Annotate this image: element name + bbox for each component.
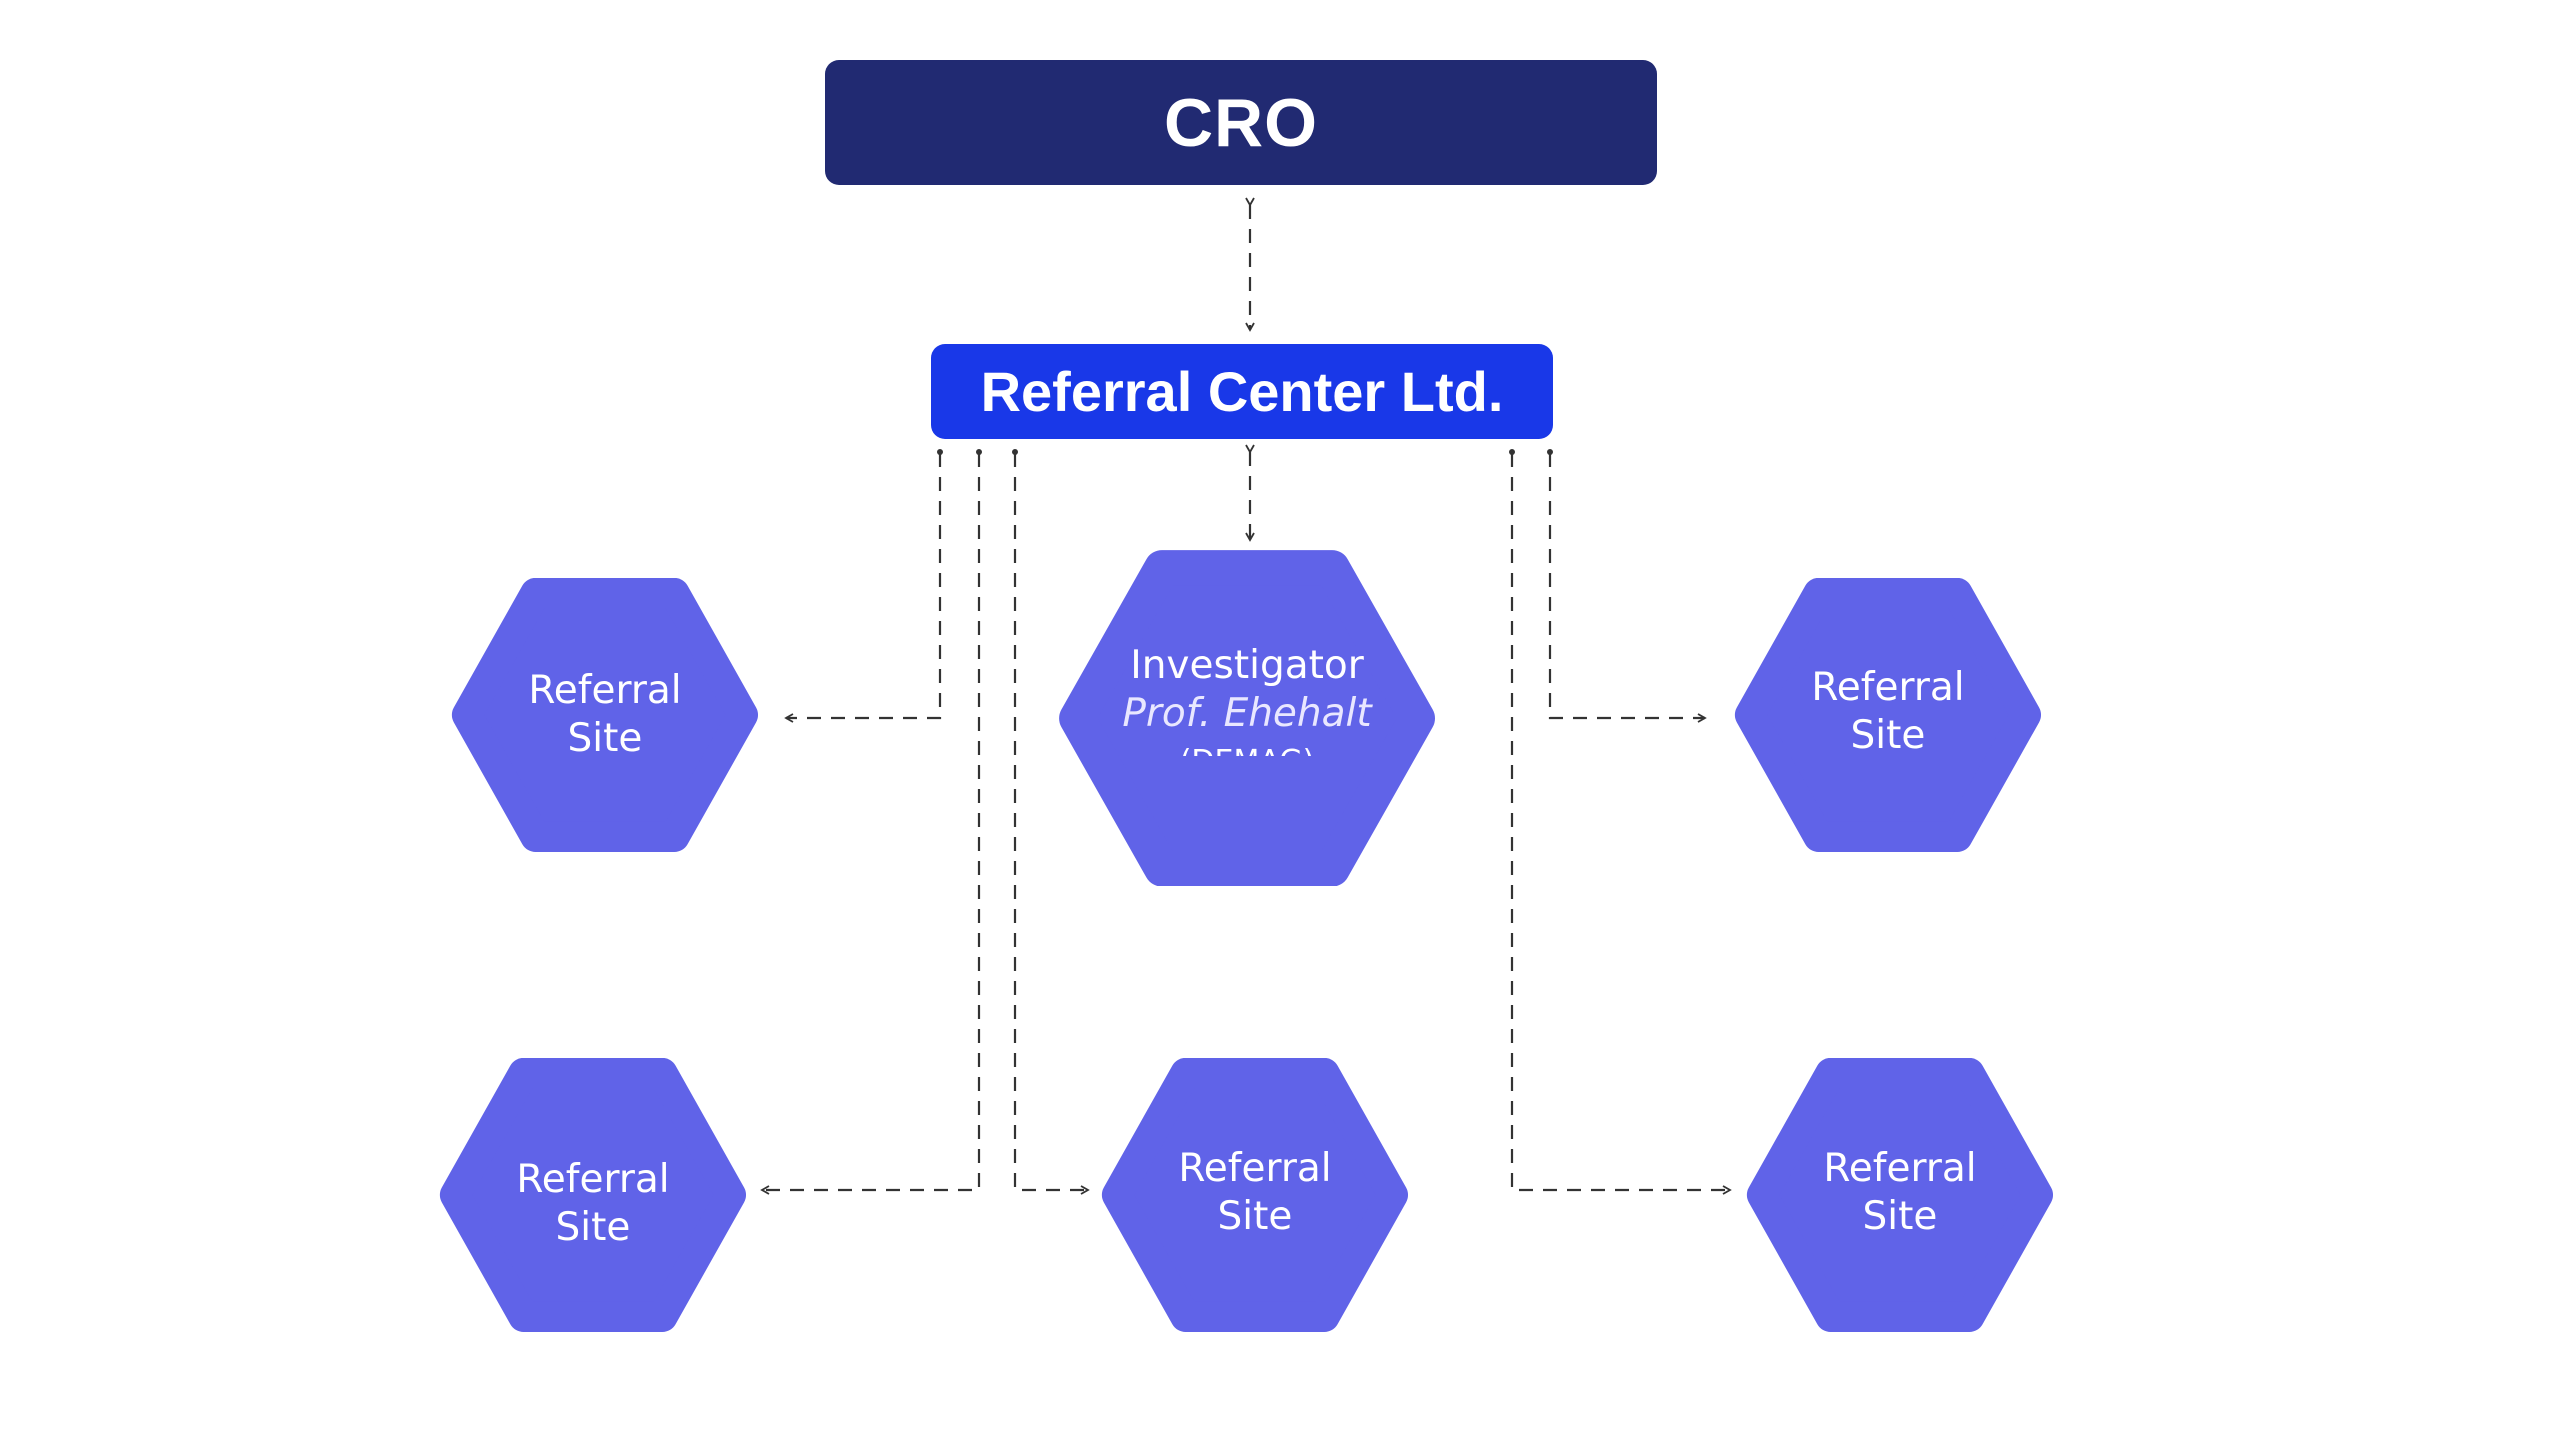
dot-icon — [1509, 449, 1515, 455]
dot-icon — [937, 449, 943, 455]
referral-site-label-line2: Site — [567, 716, 643, 761]
connector-center-to-site-top-right — [1548, 453, 1707, 723]
connector-center-to-site-top-left — [784, 453, 942, 723]
referral-site-label-line2: Site — [555, 1205, 631, 1250]
referral-site-label-top-left: Referral Site — [505, 665, 705, 765]
connector-center-to-site-bottom-center — [1013, 453, 1090, 1195]
dot-icon — [1547, 449, 1553, 455]
referral-site-label-line2: Site — [1862, 1194, 1938, 1239]
dot-icon — [976, 449, 982, 455]
referral-site-label-bottom-right: Referral Site — [1800, 1143, 2000, 1243]
connector-center-to-site-bottom-left — [760, 453, 981, 1195]
referral-site-label-bottom-left: Referral Site — [493, 1154, 693, 1254]
referral-site-label-line1: Referral — [516, 1157, 670, 1202]
investigator-label: Investigator Prof. Ehehalt (DEMAG) — [1097, 642, 1397, 756]
investigator-name: Prof. Ehehalt — [1122, 691, 1372, 736]
referral-site-label-line2: Site — [1217, 1194, 1293, 1239]
investigator-title: Investigator — [1130, 643, 1364, 688]
cro-box: CRO — [825, 60, 1657, 185]
referral-site-label-top-right: Referral Site — [1788, 662, 1988, 762]
referral-site-label-line1: Referral — [528, 668, 682, 713]
referral-site-label-line1: Referral — [1178, 1146, 1332, 1191]
referral-site-label-line2: Site — [1850, 713, 1926, 758]
dot-icon — [1012, 449, 1018, 455]
investigator-affiliation: (DEMAG) — [1180, 738, 1315, 756]
referral-site-label-line1: Referral — [1811, 665, 1965, 710]
referral-site-label-line1: Referral — [1823, 1146, 1977, 1191]
referral-center-box: Referral Center Ltd. — [931, 344, 1553, 439]
connector-center-to-site-bottom-right — [1510, 453, 1732, 1195]
referral-site-label-bottom-center: Referral Site — [1155, 1143, 1355, 1243]
